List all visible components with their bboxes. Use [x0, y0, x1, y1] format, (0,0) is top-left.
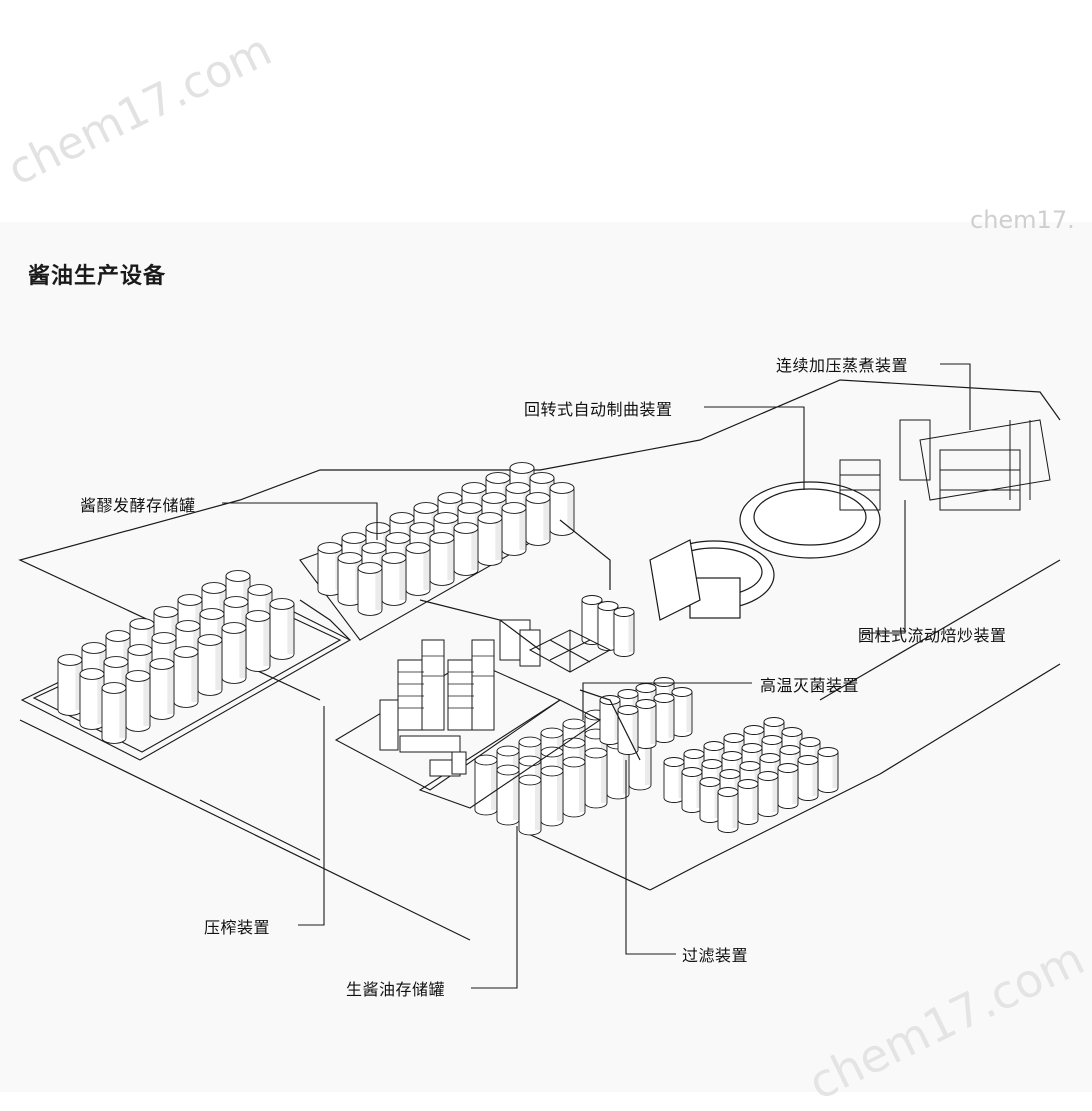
storage-tank	[540, 765, 564, 827]
storage-tank	[269, 598, 295, 660]
label-steamer: 连续加压蒸煮装置	[776, 356, 909, 375]
storage-tank	[453, 522, 479, 576]
label-koji: 回转式自动制曲装置	[524, 400, 673, 419]
storage-tank	[584, 747, 608, 809]
steamer-structure	[839, 419, 1051, 511]
press-towers	[379, 619, 541, 777]
pipe-network	[299, 519, 641, 761]
storage-tank	[817, 747, 839, 793]
storage-tank	[474, 754, 498, 816]
koji-rotary-disk	[649, 481, 881, 621]
leader-filter	[625, 760, 676, 955]
fermentation-tank-group-upper	[317, 462, 635, 657]
label-press: 压榨装置	[204, 918, 271, 937]
storage-tank	[221, 622, 247, 684]
storage-tank	[245, 610, 271, 672]
storage-tank	[549, 482, 575, 536]
storage-tank-group-right	[663, 717, 839, 833]
storage-tank	[525, 492, 551, 546]
storage-tank	[613, 607, 635, 657]
storage-tank	[496, 764, 520, 826]
leader-roaster	[860, 500, 906, 634]
storage-tank	[429, 532, 455, 586]
leader-press	[298, 706, 325, 926]
callout-leader-lines	[222, 363, 971, 989]
fermentation-tank-group	[57, 570, 295, 744]
storage-tank	[717, 787, 739, 833]
leader-koji	[704, 406, 805, 490]
storage-tank	[777, 763, 799, 809]
label-sterilizer: 高温灭菌装置	[760, 676, 860, 695]
label-roaster: 圆柱式流动焙炒装置	[858, 626, 1007, 645]
storage-tank	[635, 699, 657, 749]
watermark-right: chem17.	[970, 206, 1075, 234]
storage-tank	[737, 779, 759, 825]
storage-tank	[79, 668, 105, 730]
storage-tank	[57, 654, 83, 716]
storage-tank	[173, 646, 199, 708]
storage-tank	[797, 755, 819, 801]
leader-steamer	[940, 363, 971, 430]
storage-tank	[671, 687, 693, 737]
leader-sterilizer	[582, 682, 752, 720]
label-filter: 过滤装置	[682, 946, 749, 965]
storage-tank	[757, 771, 779, 817]
leader-ferment	[222, 502, 378, 540]
settling-box-grid	[528, 629, 612, 673]
sterilizer-tank-group	[599, 677, 693, 755]
storage-tank	[681, 767, 703, 813]
label-ferment-tanks: 酱醪发酵存储罐	[80, 496, 196, 515]
page-title: 酱油生产设备	[28, 264, 167, 289]
storage-tank	[501, 502, 527, 556]
storage-tank	[197, 634, 223, 696]
storage-tank	[405, 542, 431, 596]
label-raw-soy-tanks: 生酱油存储罐	[346, 980, 446, 999]
storage-tank	[125, 670, 151, 732]
storage-tank	[357, 562, 383, 616]
storage-tank	[699, 777, 721, 823]
storage-tank	[518, 774, 542, 836]
storage-tank	[663, 757, 685, 803]
leader-raw-tanks	[471, 826, 518, 989]
storage-tank	[617, 705, 639, 755]
storage-tank	[562, 756, 586, 818]
storage-tank	[381, 552, 407, 606]
storage-tank	[599, 695, 621, 745]
storage-tank	[477, 512, 503, 566]
storage-tank	[653, 693, 675, 743]
storage-tank	[149, 658, 175, 720]
storage-tank	[101, 682, 127, 744]
floor-outline	[18, 379, 1061, 941]
